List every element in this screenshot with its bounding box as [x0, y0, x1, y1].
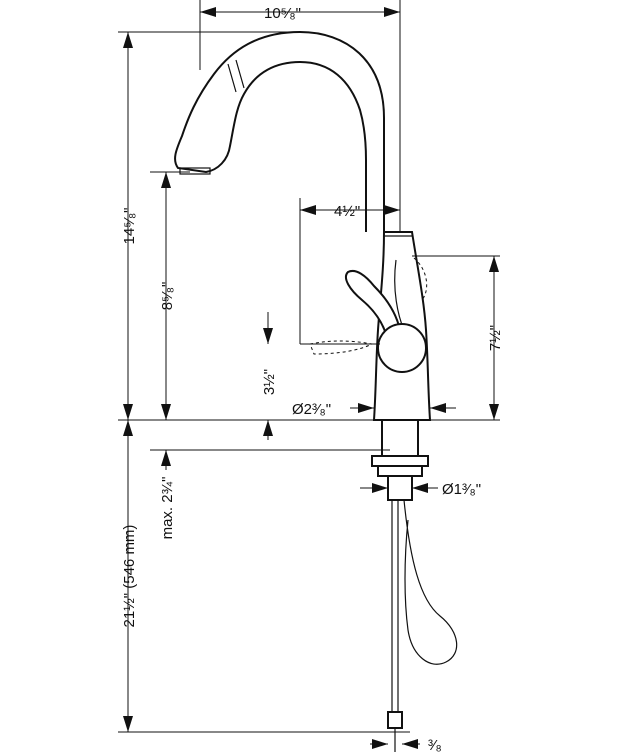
dim-below-deck: 21½" (546 mm) [121, 525, 138, 628]
aerator [179, 167, 211, 175]
dim-deck-thickness: max. 2¾" [159, 477, 176, 540]
dim-handle-height: 7½" [487, 325, 504, 351]
dim-handle-offset: 4½" [334, 203, 360, 220]
dim-base-diameter: Ø2³⁄₈" [292, 401, 331, 418]
spray-head-seam [235, 59, 245, 89]
faucet-handle [344, 270, 427, 373]
mounting-nut [371, 455, 429, 467]
mounting-assembly [371, 419, 458, 752]
dim-supply-connection: ³⁄₈ [428, 737, 442, 754]
dimension-lines [118, 0, 500, 749]
dim-shank-diameter: Ø1³⁄₈" [442, 481, 481, 498]
dim-handle-clearance: 3½" [261, 369, 278, 395]
pull-out-hose [403, 499, 458, 665]
faucet-spout [174, 30, 385, 232]
dim-spout-reach: 10⁵⁄₈" [264, 5, 301, 22]
dim-spout-clearance: 8⁵⁄₈" [159, 282, 176, 311]
supply-connector [387, 711, 403, 729]
shank [381, 419, 419, 457]
dim-total-height: 14⁵⁄₈" [121, 208, 138, 245]
handle-hub [377, 323, 427, 373]
shank-lower [387, 475, 413, 501]
